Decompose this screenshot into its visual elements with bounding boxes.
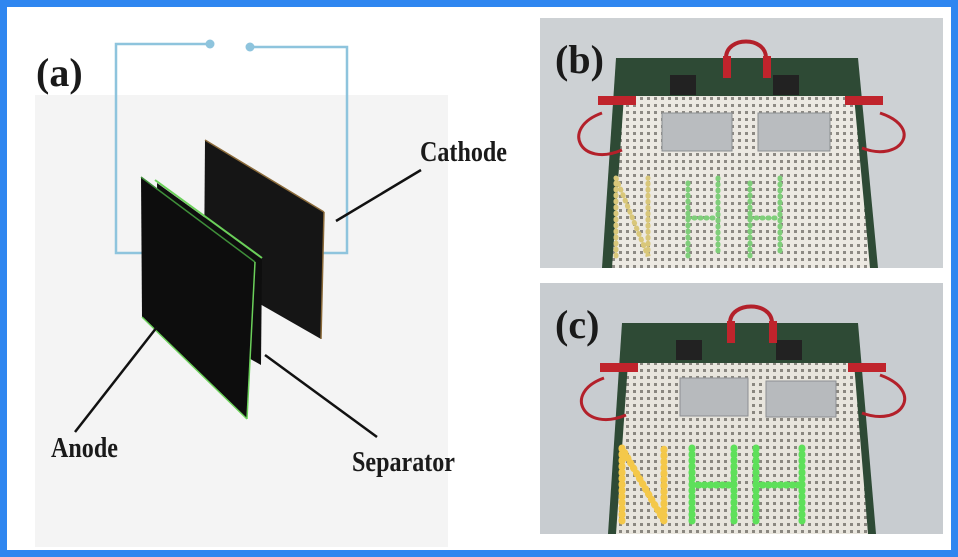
panel-b-label: (b) [555, 37, 604, 82]
panel-a-label: (a) [36, 50, 83, 95]
schematic-diagram [74, 39, 422, 439]
anode-label: Anode [51, 433, 118, 464]
breadboard-photo-b [540, 18, 943, 268]
circuit-wire-right [250, 45, 349, 255]
anode-leader [74, 326, 158, 433]
breadboard-photo-c [540, 283, 943, 534]
cathode-leader [335, 168, 422, 223]
separator-leader [264, 353, 378, 439]
cathode-label: Cathode [420, 137, 507, 168]
photo-panel-c: (c) [540, 283, 943, 534]
photo-panel-b: (b) [540, 18, 943, 268]
switch-terminal-left-icon [205, 39, 215, 49]
panel-c-label: (c) [555, 302, 600, 347]
switch-terminal-right-icon [245, 42, 255, 52]
cathode-plate [204, 140, 324, 339]
separator-label: Separator [352, 447, 455, 478]
anode-plate [141, 177, 254, 419]
